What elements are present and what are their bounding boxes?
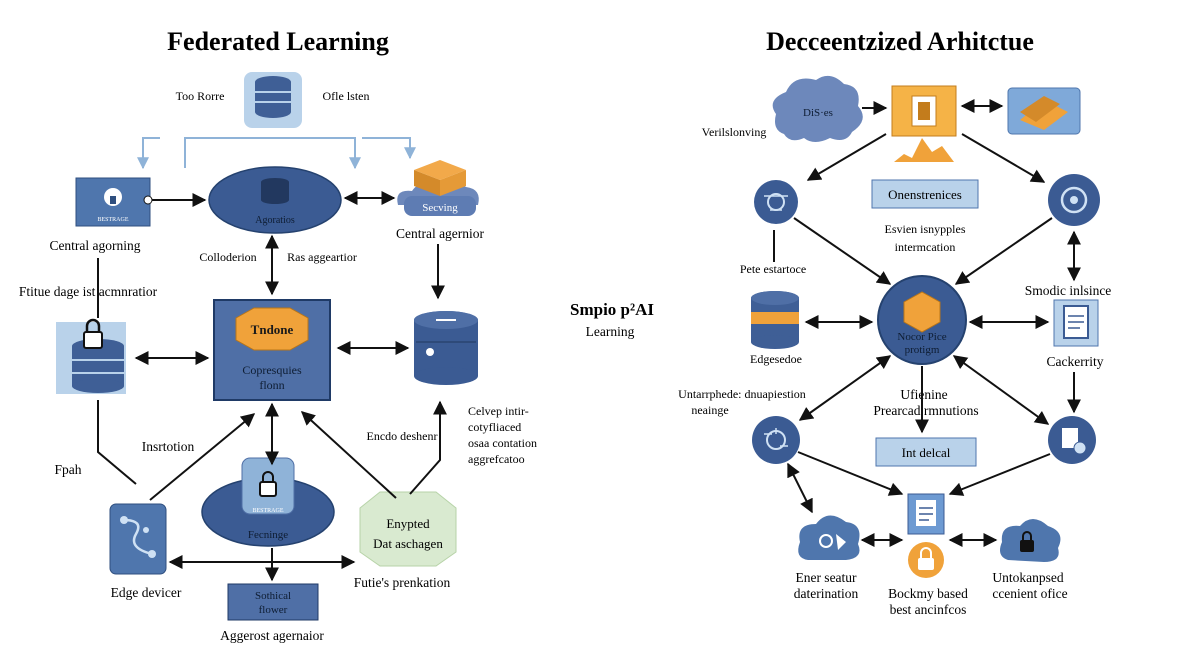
onenstrenices-box (871, 179, 979, 209)
top-left-label: Too Rorre (176, 89, 225, 103)
top-right-label: Ofle lsten (323, 89, 370, 103)
center-label-line2: Learning (586, 324, 635, 339)
collection-label: Colloderion (199, 250, 256, 264)
ufienine-text-2: Prearcad rmnutions (873, 403, 978, 418)
cackerrity-label: Cackerrity (1047, 354, 1104, 369)
clipboard-icon (1053, 299, 1099, 347)
right-arrows (773, 99, 1081, 547)
right-note-3: osaa contation (468, 436, 537, 450)
main-box-title: Tndone (251, 322, 294, 337)
untarr-text-2: neainge (691, 403, 728, 417)
right-cylinder-icon (414, 311, 478, 385)
esvien-text-2: intermcation (895, 240, 956, 254)
document-gear-icon (1048, 416, 1096, 464)
int-delcal-box (875, 437, 977, 467)
encode-label: Encdo deshenr (367, 429, 438, 443)
bottom-ellipse-text: Fecninge (248, 529, 288, 541)
bockmy-text-1: Bockmy based (888, 586, 968, 601)
edge-label: Edgesedoe (750, 352, 802, 366)
cloud-text: DiS·es (803, 107, 833, 119)
lock-box-text: BESTRAGE (97, 217, 128, 223)
int-delcal-text: Int delcal (902, 445, 951, 460)
right-note-2: cotyfliaced (468, 420, 521, 434)
stat-box-text-1: Sothical (255, 590, 291, 602)
center-label-line1: Smpio p²AI (570, 300, 654, 319)
locked-database-icon (56, 318, 126, 394)
chip-box-icon (891, 85, 957, 162)
title-right: Decceentzized Arhitctue (766, 27, 1034, 56)
target-circle-icon (1048, 174, 1100, 226)
untarr-text-1: Untarrphede: dnuapiestion (678, 387, 806, 401)
title-left: Federated Learning (167, 27, 389, 56)
tools-box-icon (1007, 87, 1081, 135)
right-diagram: DiS·es Verilslonving Onenstrenices Esvie… (678, 75, 1112, 617)
ener-text-2: daterination (794, 586, 859, 601)
encrypted-text-2: Dat aschagen (373, 536, 443, 551)
verify-label: Verilslonving (702, 125, 767, 139)
untok-text-1: Untokanpsed (992, 570, 1063, 585)
edge-storage-icon (751, 291, 799, 349)
server-text: Secving (422, 202, 458, 214)
agg-bottom-label: Aggerost agernaior (220, 628, 324, 643)
central-right-label: Central agernior (396, 226, 485, 241)
left-arrows (97, 191, 447, 582)
untok-text-2: ccenient ofice (992, 586, 1067, 601)
future-prenk-label: Futie's prenkation (354, 575, 451, 590)
main-box-text2: flonn (259, 378, 284, 392)
cloud-icon: DiS·es (772, 75, 863, 142)
instruction-label: Insrtotion (142, 439, 195, 454)
circuit-circle-icon (752, 416, 800, 464)
center-hub-text-2: protigm (905, 344, 940, 356)
ener-text-1: Ener seatur (795, 570, 857, 585)
aggregation-ellipse: Agoratios (208, 166, 342, 234)
document-icon (907, 493, 945, 535)
encrypted-text-1: Enypted (386, 516, 430, 531)
encrypted-data-box: Enypted Dat aschagen (359, 491, 457, 567)
esvien-text-1: Esvien isnypples (885, 222, 966, 236)
server-cloud-icon: Secving (397, 160, 479, 216)
central-left-label: Central agorning (49, 238, 140, 253)
edge-device-label: Edge devicer (111, 585, 182, 600)
onenstrenices-text: Onenstrenices (888, 187, 962, 202)
edge-device-icon (109, 503, 167, 575)
bottom-ellipse-badge: BESTRAGE (252, 508, 283, 514)
ufienine-text-1: Ufienine (900, 387, 947, 402)
aggregation-label: Ras aggeartior (287, 250, 357, 264)
network-circle-icon (754, 180, 798, 224)
settings-cloud-icon (798, 515, 860, 560)
stat-box-text-2: flower (259, 604, 288, 616)
center-hub: Nocor Pice protigm (877, 275, 967, 365)
fpah-label: Fpah (55, 462, 82, 477)
lock-cloud-icon (1000, 519, 1061, 562)
lock-storage-box: BESTRAGE (75, 177, 151, 227)
lock-circle-icon (908, 542, 944, 578)
top-database-icon (244, 72, 302, 128)
center-hub-text-1: Nocor Pice (897, 331, 946, 343)
ellipse-top-text: Agoratios (255, 215, 295, 226)
right-note-1: Celvep intir- (468, 404, 529, 418)
main-box-text1: Copresquies (242, 363, 302, 377)
bottom-ellipse: BESTRAGE Fecninge (201, 457, 335, 547)
future-label: Ftitue dage ist acmnratior (19, 284, 158, 299)
left-diagram: Too Rorre Ofle lsten BESTRAGE Central ag… (19, 72, 537, 643)
pete-label: Pete estartoce (740, 262, 806, 276)
stat-box: Sothical flower (227, 583, 319, 621)
main-process-box: Tndone Copresquies flonn (213, 299, 331, 401)
right-note-4: aggrefcatoo (468, 452, 525, 466)
smodic-label: Smodic inlsince (1025, 283, 1112, 298)
bockmy-text-2: best ancinfcos (890, 602, 967, 617)
